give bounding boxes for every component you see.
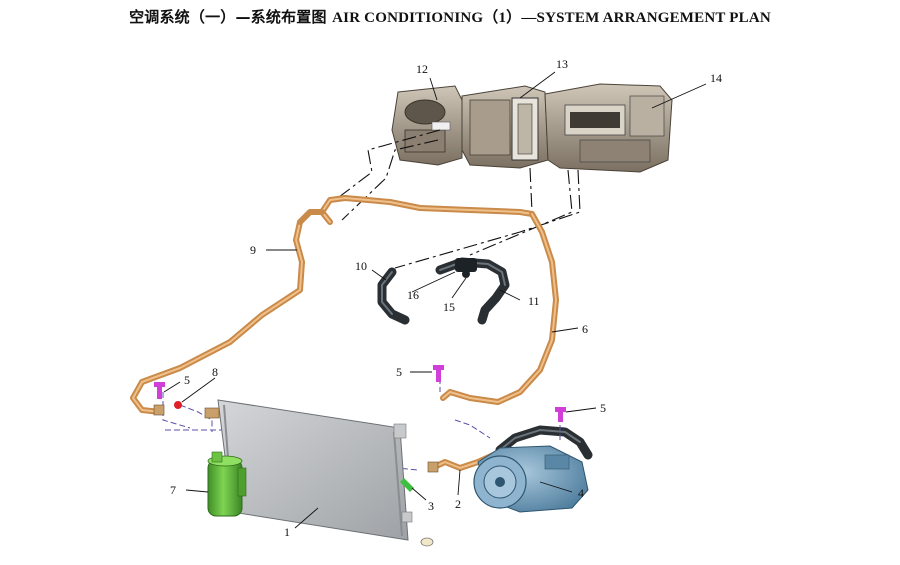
callout-3: 3 xyxy=(428,499,434,513)
callout-5-middle: 5 xyxy=(396,365,402,379)
hose-clamp-15 xyxy=(455,258,477,272)
leader-lines xyxy=(163,71,707,529)
page-title: 空调系统（一）—系统布置图 AIR CONDITIONING（1）—SYSTEM… xyxy=(0,6,900,27)
fitting-3 xyxy=(400,478,414,492)
callout-9: 9 xyxy=(250,243,256,257)
callout-1: 1 xyxy=(284,525,290,539)
title-cn: 空调系统（一）—系统布置图 xyxy=(129,8,327,26)
callout-2: 2 xyxy=(455,497,461,511)
callout-14: 14 xyxy=(710,71,722,85)
evaporator-case-13 xyxy=(461,85,549,169)
heater-case-14 xyxy=(544,83,673,173)
blower-housing-12 xyxy=(391,85,463,166)
compressor-hose xyxy=(495,425,593,460)
callout-5-right: 5 xyxy=(600,401,606,415)
callout-4: 4 xyxy=(578,486,584,500)
pipe-6 xyxy=(440,211,559,405)
fasteners xyxy=(153,365,566,492)
cap-8 xyxy=(174,401,182,409)
callout-11: 11 xyxy=(528,294,540,308)
bolt-5c xyxy=(558,410,563,422)
callout-8: 8 xyxy=(212,365,218,379)
callout-10: 10 xyxy=(355,259,367,273)
drain-hoses xyxy=(377,257,510,325)
hvac-unit xyxy=(391,83,673,173)
compressor-4 xyxy=(473,445,589,513)
callouts: 12 13 14 9 10 16 15 11 6 5 5 8 5 7 1 3 2… xyxy=(170,57,722,539)
callout-5-left: 5 xyxy=(184,373,190,387)
bolt-5a xyxy=(157,385,162,399)
receiver-drier-7 xyxy=(207,451,247,517)
callout-6: 6 xyxy=(582,322,588,336)
pipe-9 xyxy=(130,195,535,415)
bolt-5b xyxy=(436,368,441,382)
callout-15: 15 xyxy=(443,300,455,314)
title-en: AIR CONDITIONING（1）—SYSTEM ARRANGEMENT P… xyxy=(332,10,771,26)
callout-13: 13 xyxy=(556,57,568,71)
callout-12: 12 xyxy=(416,62,428,76)
callout-16: 16 xyxy=(407,288,419,302)
callout-7: 7 xyxy=(170,483,176,497)
